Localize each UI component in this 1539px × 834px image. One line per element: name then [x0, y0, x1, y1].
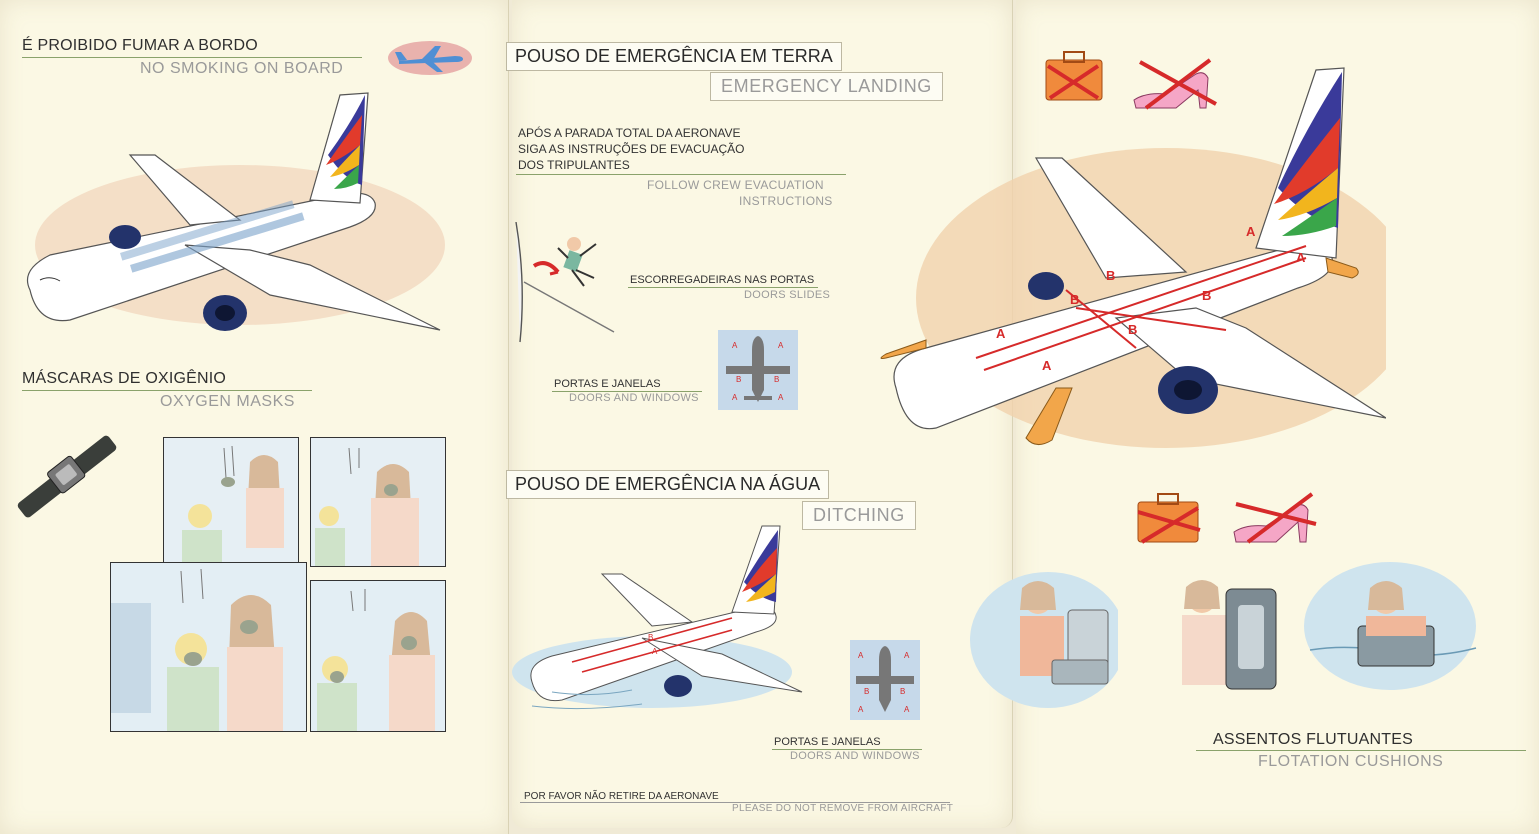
oxygen-step-2-frame: 2: [310, 437, 446, 567]
evac-text-pt-3: DOS TRIPULANTES: [518, 158, 630, 172]
no-baggage-icon: [1045, 51, 1103, 101]
evac-text-en-2: INSTRUCTIONS: [739, 194, 833, 208]
divider: [22, 390, 312, 391]
svg-text:B: B: [736, 375, 741, 384]
doors-windows-pt: PORTAS E JANELAS: [554, 378, 661, 390]
evacuation-airplane-illustration: A B B B B A A A: [880, 67, 1386, 448]
svg-text:A: A: [904, 705, 910, 714]
doors-windows-2-en: DOORS AND WINDOWS: [790, 750, 920, 762]
flotation-cushions-title-pt: ASSENTOS FLUTUANTES: [1213, 731, 1413, 748]
svg-text:B: B: [774, 375, 779, 384]
oxygen-step-4-frame: 4: [310, 580, 446, 732]
svg-text:A: A: [858, 705, 864, 714]
exit-label-a: A: [652, 647, 658, 656]
exit-label-b: B: [1070, 292, 1079, 307]
door-slides-en: DOORS SLIDES: [744, 289, 831, 301]
do-not-remove-en: PLEASE DO NOT REMOVE FROM AIRCRAFT: [732, 803, 954, 814]
exit-label-b: B: [648, 633, 653, 642]
no-high-heels-icon: [1233, 492, 1317, 544]
ditching-title-pt: POUSO DE EMERGÊNCIA NA ÁGUA: [515, 474, 821, 494]
oxygen-step-3-frame: 3: [110, 562, 307, 732]
divider: [772, 749, 922, 750]
oxygen-step-1-frame: 1: [163, 437, 299, 567]
exit-label-a: A: [1042, 358, 1052, 373]
svg-text:A: A: [732, 341, 738, 350]
panel-evacuation-cushions: A B B B B A A A: [880, 0, 1539, 834]
airplane-icon: [388, 41, 472, 75]
no-baggage-icon: [1137, 493, 1201, 544]
panel-no-smoking-oxygen: É PROIBIDO FUMAR A BORDO NO SMOKING ON B…: [0, 0, 509, 834]
emergency-landing-title-pt: POUSO DE EMERGÊNCIA EM TERRA: [515, 46, 833, 66]
svg-text:B: B: [900, 687, 905, 696]
slide-jump-illustration: [515, 222, 615, 343]
divider: [628, 287, 818, 288]
ditching-title-pt-box: POUSO DE EMERGÊNCIA NA ÁGUA: [506, 470, 830, 499]
ditching-airplane-illustration: A B: [512, 525, 803, 710]
svg-text:A: A: [732, 393, 738, 402]
oxygen-title-pt: MÁSCARAS DE OXIGÊNIO: [22, 370, 227, 387]
exit-label-b: B: [1106, 268, 1115, 283]
divider: [22, 57, 362, 58]
do-not-remove-pt: POR FAVOR NÃO RETIRE DA AERONAVE: [524, 791, 719, 802]
divider: [1196, 750, 1526, 751]
emergency-landing-title-pt-box: POUSO DE EMERGÊNCIA EM TERRA: [506, 42, 842, 71]
exit-label-b: B: [1128, 322, 1137, 337]
oxygen-title-en: OXYGEN MASKS: [160, 393, 295, 410]
exits-diagram: A A A A B B: [718, 330, 798, 410]
ditching-title-en: DITCHING: [813, 505, 905, 525]
svg-text:A: A: [778, 341, 784, 350]
no-smoking-title-pt: É PROIBIDO FUMAR A BORDO: [22, 37, 258, 54]
emergency-landing-title-en-box: EMERGENCY LANDING: [710, 72, 943, 101]
doors-windows-en: DOORS AND WINDOWS: [569, 392, 699, 404]
exit-label-b: B: [1202, 288, 1211, 303]
flotation-cushions-title-en: FLOTATION CUSHIONS: [1258, 753, 1444, 770]
svg-text:B: B: [864, 687, 869, 696]
exit-label-a: A: [1246, 224, 1256, 239]
divider: [552, 391, 702, 392]
exits-diagram-ditching: A A A A B B: [850, 640, 920, 720]
svg-text:A: A: [858, 651, 864, 660]
evac-text-en-1: FOLLOW CREW EVACUATION: [647, 178, 824, 192]
exit-label-a: A: [996, 326, 1006, 341]
no-smoking-title-en: NO SMOKING ON BOARD: [140, 60, 344, 77]
divider: [516, 174, 846, 175]
emergency-landing-title-en: EMERGENCY LANDING: [721, 76, 932, 96]
seat-belt-icon: [17, 435, 117, 518]
cushion-step-2-illustration: [1182, 580, 1277, 690]
cushion-step-1-illustration: [970, 572, 1118, 708]
ditching-title-en-box: DITCHING: [802, 501, 916, 530]
divider: [520, 802, 950, 803]
no-high-heels-icon: [1133, 58, 1217, 110]
evac-text-pt-2: SIGA AS INSTRUÇÕES DE EVACUAÇÃO: [518, 142, 745, 156]
cushion-step-3-illustration: [1304, 562, 1477, 690]
doors-windows-2-pt: PORTAS E JANELAS: [774, 736, 881, 748]
svg-text:A: A: [778, 393, 784, 402]
svg-text:A: A: [904, 651, 910, 660]
exit-label-a: A: [1296, 250, 1306, 265]
evac-text-pt-1: APÓS A PARADA TOTAL DA AERONAVE: [518, 126, 741, 140]
airplane-illustration: [26, 92, 445, 331]
door-slides-pt: ESCORREGADEIRAS NAS PORTAS: [630, 274, 815, 286]
